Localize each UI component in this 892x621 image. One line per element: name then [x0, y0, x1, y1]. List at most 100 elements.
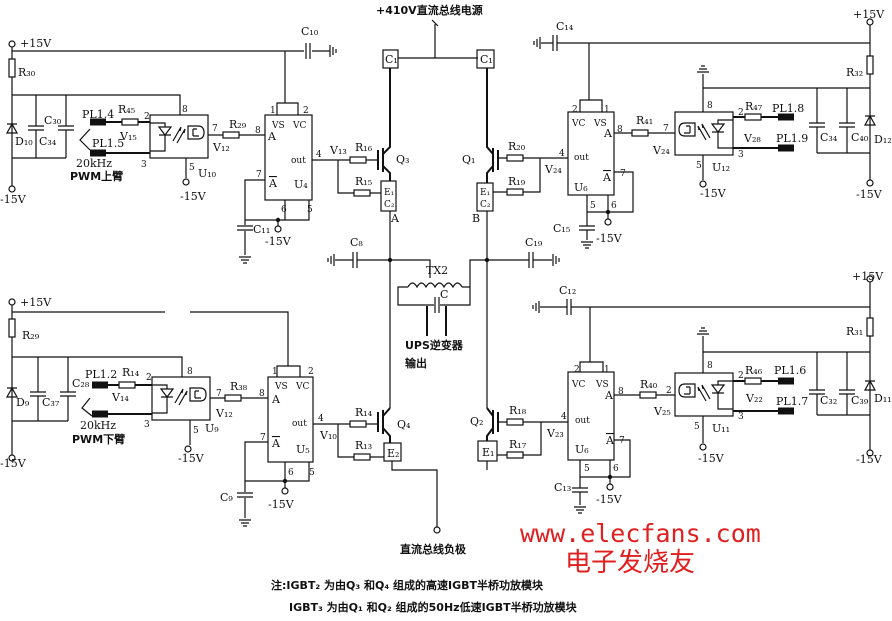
label-footer-note-line2: IGBT₃ 为由Q₁ 和Q₂ 组成的50Hz低速IGBT半桥功放模块 [289, 600, 578, 614]
label-center-ups-output-2: 输出 [405, 356, 427, 370]
ground-icon [580, 241, 594, 249]
ground-icon [696, 327, 710, 335]
label-tr-pin5: 5 [696, 161, 702, 171]
resistor-r13 [353, 453, 371, 461]
minus15v-terminal [274, 225, 282, 233]
label-tr-a: A [603, 127, 613, 140]
label-tl-r15: R₁₅ [355, 175, 372, 188]
resistor-r17 [506, 451, 524, 459]
label-bl-r14b: R₁₄ [355, 406, 373, 419]
label-tl-pl15: PL1.5 [92, 137, 124, 150]
label-tr-r41: R₄₁ [636, 114, 653, 127]
label-center-node-b: B [472, 212, 480, 225]
label-tr-u6-pin5: 5 [590, 201, 596, 211]
bus-negative-terminal [433, 526, 441, 534]
igbt-terminal-c1 [382, 49, 399, 69]
label-bl-opto-minus15: -15V [178, 452, 205, 465]
resistor-r30 [8, 58, 16, 78]
label-tl-v13: V₁₃ [329, 144, 347, 157]
label-bl-v12: V₁₂ [215, 407, 233, 420]
capacitor-c8 [352, 251, 358, 269]
label-bl-a: A [271, 393, 281, 406]
connector-pl1-2 [92, 381, 108, 389]
label-tr-pin2: 2 [738, 108, 744, 118]
label-tr-abar: A [602, 171, 612, 184]
resistor-r41 [631, 129, 649, 137]
label-br-out: out [575, 416, 590, 426]
label-bl-r14a: R₁₄ [122, 366, 140, 379]
label-br-r31: R₃₁ [846, 325, 863, 338]
ground-icon [238, 256, 252, 264]
resistor-r29 [222, 131, 240, 139]
label-tl-c30: C₃₀ [44, 114, 62, 127]
label-br-v23: V₂₃ [546, 427, 564, 440]
label-footer-note-line1: 注:IGBT₂ 为由Q₃ 和Q₄ 组成的高速IGBT半桥功放模块 [271, 578, 544, 592]
watermark-name: 电子发烧友 [565, 548, 695, 578]
resistor-r31 [866, 317, 874, 337]
label-tr-r19: R₁₉ [508, 175, 526, 188]
label-br-u6-pin5: 5 [584, 464, 590, 474]
junction-dot [607, 474, 613, 480]
resistor-r32 [866, 55, 874, 75]
label-center-ups-output-1: UPS逆变器 [405, 338, 464, 352]
resistor-r19 [506, 188, 524, 196]
label-tl-v12: V₁₂ [212, 141, 230, 154]
label-br-vc: VC [571, 380, 585, 390]
label-tr-u6-pin8: 8 [617, 125, 623, 135]
label-br-u6-pin2: 2 [574, 365, 580, 375]
capacitor-c11 [236, 225, 254, 231]
label-br-u6-pin4: 4 [561, 412, 567, 422]
label-br-c12: C₁₂ [559, 284, 576, 297]
label-tl-pin8: 8 [182, 105, 188, 115]
resistor-r47 [744, 113, 762, 121]
resistor-r14 [349, 420, 367, 428]
label-br-u6-pin1: 1 [604, 365, 610, 375]
label-tl-vc: VC [292, 121, 306, 131]
label-br-d11: D₁₁ [874, 392, 892, 405]
igbt-terminal-c1 [476, 49, 495, 69]
label-br-c39: C₃₉ [851, 394, 869, 407]
label-tl-u4-pin7: 7 [256, 170, 262, 180]
resistor-r46 [744, 377, 762, 385]
label-tr-pin7: 7 [663, 124, 669, 134]
label-tl-c1: C₁ [385, 53, 398, 66]
label-br-v22: V₂₂ [745, 392, 763, 405]
label-tr-e1: E₁ [480, 188, 490, 198]
label-footer-bus-negative: 直流总线负极 [400, 542, 467, 556]
label-bl-c37: C₃₇ [42, 396, 60, 409]
label-br-c32: C₃₂ [820, 394, 837, 407]
capacitor-c34 [808, 122, 826, 128]
label-tl-r30: R₃₀ [18, 66, 36, 79]
minus15v-terminal [182, 178, 190, 186]
label-br-u6-pin7: 7 [619, 436, 625, 446]
label-tl-pin3: 3 [141, 160, 147, 170]
label-header-bus-positive: +410V直流总线电源 [376, 3, 483, 17]
resistor-r20 [506, 154, 524, 162]
label-br-abar: A [605, 434, 615, 447]
label-bl-v14: V₁₄ [111, 391, 129, 404]
ground-icon [238, 519, 252, 527]
upper-arm-driver-left [6, 40, 399, 264]
resistor-r16 [349, 156, 367, 164]
driver-ic-u6-lower [567, 371, 615, 461]
label-br-e1: E₁ [482, 446, 494, 459]
label-br-pl16: PL1.6 [774, 364, 806, 377]
label-tl-minus15: -15V [0, 193, 27, 206]
capacitor-c15 [578, 225, 596, 231]
minus15v-terminal [699, 443, 707, 451]
optocoupler-u10 [149, 114, 209, 159]
label-tl-r16: R₁₆ [355, 141, 373, 154]
label-tr-u6-pin6: 6 [611, 201, 617, 211]
label-tl-plus15: +15V [20, 37, 52, 50]
label-br-pin5: 5 [694, 422, 700, 432]
connector-pl1-5 [90, 149, 106, 157]
ground-icon [533, 36, 541, 50]
capacitor-c10 [305, 42, 311, 60]
label-tr-q1: Q₁ [462, 153, 475, 166]
label-tl-pl14: PL1.4 [82, 108, 114, 121]
label-bl-pwm: PWM下臂 [72, 432, 125, 446]
capacitor-c9 [236, 492, 254, 498]
igbt-terminal-e1c2 [476, 182, 494, 212]
label-bl-vs: VS [274, 382, 288, 392]
junction-dot [282, 478, 288, 484]
